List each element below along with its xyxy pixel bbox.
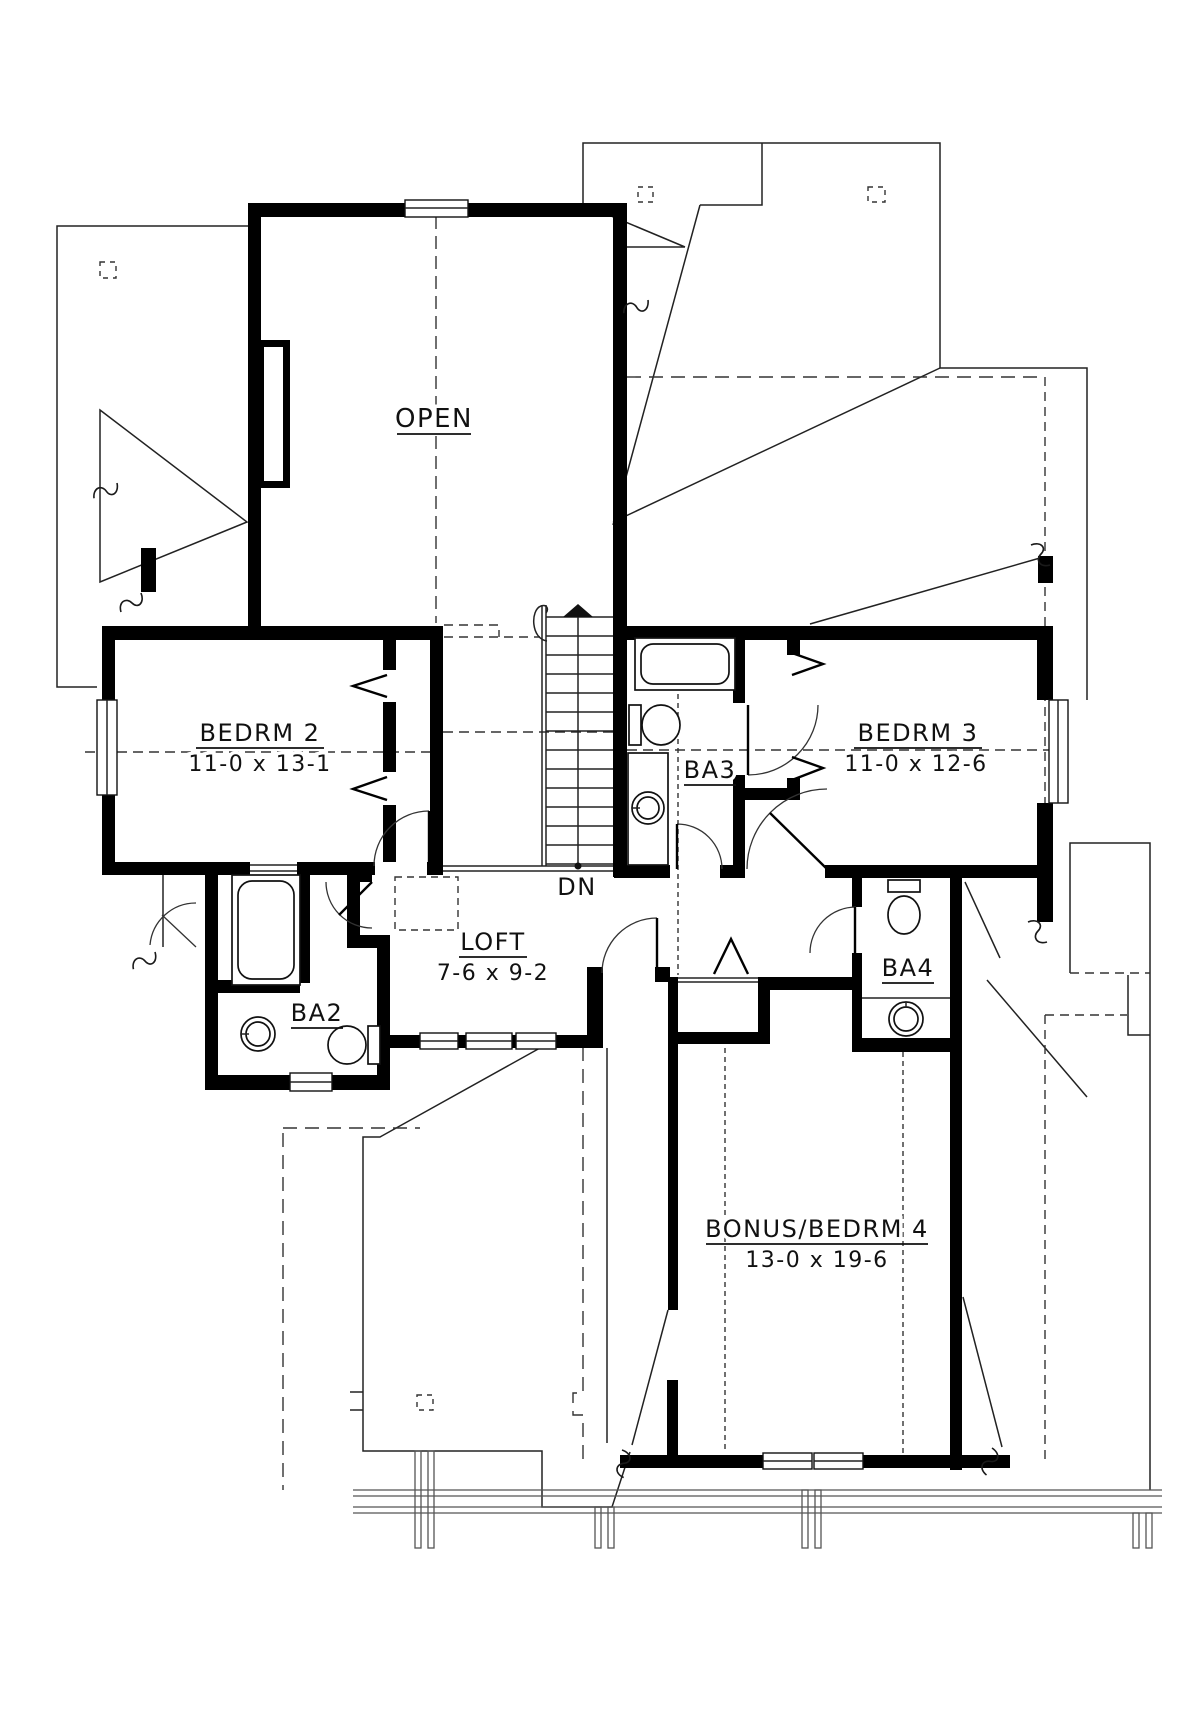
toilet-ba2 [327, 1025, 381, 1065]
room-dims-bedrm2: 11-0 x 13-1 [188, 752, 331, 777]
windows [96, 199, 1069, 1470]
closet-door-chevrons [349, 651, 827, 975]
window [289, 1072, 333, 1092]
roof-marker [637, 186, 654, 203]
door-swing-ba4 [809, 906, 857, 954]
room-label-ba4: BA4 [882, 954, 935, 982]
stair-treads [546, 616, 613, 865]
walls [102, 203, 1053, 1470]
door-swing-bonus [601, 917, 659, 974]
window [762, 1452, 813, 1470]
deck-posts [414, 1450, 1153, 1549]
window [96, 699, 118, 796]
stair-line-dot [574, 862, 582, 870]
window [465, 1032, 513, 1050]
room-label-loft: LOFT [460, 928, 525, 956]
door-swing-bedrm3 [746, 788, 828, 870]
roof-marker [416, 1394, 434, 1411]
room-label-bonus: BONUS/BEDRM 4 [705, 1215, 929, 1243]
room-label-ba3: BA3 [684, 756, 737, 784]
stair-newel-curl [533, 604, 549, 642]
roof-marker [99, 261, 117, 279]
door-swing-bedrm2 [373, 810, 431, 867]
room-dims-loft: 7-6 x 9-2 [437, 961, 549, 986]
roof-marker [867, 186, 886, 203]
bathtub-ba3 [634, 637, 736, 691]
room-label-open: OPEN [395, 404, 473, 434]
room-label-bedrm2: BEDRM 2 [200, 719, 321, 747]
door-swing-ba3-bedrm3 [746, 704, 819, 776]
attic-access-dashed [394, 876, 459, 931]
deck-rails [353, 1489, 1162, 1514]
stair-dn-label: DN [557, 873, 596, 901]
toilet-ba3 [628, 704, 681, 746]
room-dims-bedrm3: 11-0 x 12-6 [844, 752, 987, 777]
sink-ba3 [627, 752, 669, 866]
cased-opening [250, 861, 297, 876]
doors [325, 704, 857, 974]
toilet-ba4 [887, 879, 921, 935]
door-swing-ba2 [325, 881, 373, 929]
sink-ba2 [240, 1016, 276, 1052]
staircase [443, 604, 613, 872]
window [404, 199, 469, 218]
room-labels: OPEN BEDRM 2 11-0 x 13-1 BEDRM 3 11-0 x … [185, 401, 990, 1277]
window [813, 1452, 864, 1470]
window [515, 1032, 557, 1050]
stair-up-arrow-icon [563, 604, 593, 617]
room-label-bedrm3: BEDRM 3 [858, 719, 979, 747]
bathtub-ba2 [231, 874, 301, 986]
window [1048, 699, 1069, 804]
roof-overhang-dashed-lines [85, 186, 1150, 1490]
roof-outline-lines [56, 142, 1151, 1508]
sink-ba4 [862, 997, 950, 1037]
door-swing-ba3-hall [675, 823, 723, 870]
room-label-ba2: BA2 [291, 999, 344, 1027]
window [419, 1032, 459, 1050]
fixtures [231, 637, 950, 1065]
stair-rail [541, 605, 547, 866]
stair-open-rail [443, 865, 613, 872]
deck-below [353, 1450, 1162, 1549]
room-dims-bonus: 13-0 x 19-6 [745, 1248, 888, 1273]
